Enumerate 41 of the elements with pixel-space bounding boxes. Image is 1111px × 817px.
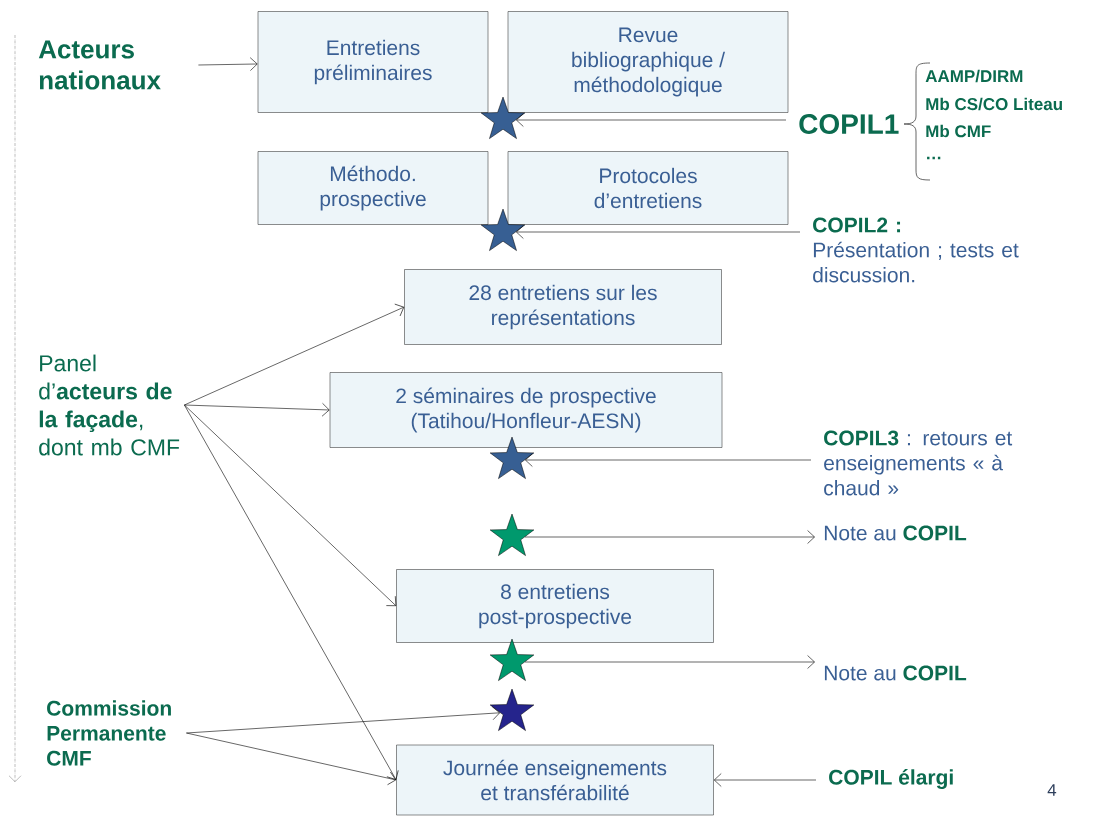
process-box: 8 entretiens post-prospective bbox=[396, 569, 714, 643]
arrow bbox=[524, 655, 815, 669]
arrow bbox=[524, 530, 815, 544]
note-label: Note au COPIL bbox=[824, 525, 967, 541]
actor-label: Commission Permanente CMF bbox=[47, 700, 171, 766]
arrow bbox=[184, 404, 399, 780]
arrow bbox=[184, 402, 330, 417]
committee-note: COPIL2 : Présentation ; tests et discussion. bbox=[813, 217, 1019, 283]
list-item: AAMP/DIRM bbox=[925, 69, 1023, 83]
star-marker bbox=[489, 688, 535, 731]
process-box: Méthodo. prospective bbox=[257, 151, 489, 225]
process-box: Revue bibliographique / méthodologique bbox=[507, 11, 789, 113]
arrow bbox=[525, 453, 812, 467]
star-marker bbox=[489, 436, 535, 479]
list-item: … bbox=[927, 156, 941, 160]
committee-label: COPIL élargi bbox=[829, 769, 953, 789]
list-item: Mb CS/CO Liteau bbox=[926, 97, 1062, 111]
committee-note: COPIL3 : retours et enseignements « à chaud » bbox=[824, 430, 1013, 496]
arrow bbox=[198, 57, 258, 71]
arrow bbox=[186, 732, 397, 786]
process-box: Entretiens préliminaires bbox=[257, 11, 489, 113]
arrow bbox=[186, 706, 500, 734]
arrow bbox=[516, 225, 801, 239]
actor-label: Panel d’acteurs de la façade, dont mb CMF bbox=[39, 354, 180, 456]
process-box: Journée enseignements et transférabilité bbox=[396, 744, 714, 816]
star-marker bbox=[480, 208, 526, 251]
arrow bbox=[713, 773, 817, 787]
arrow bbox=[184, 303, 405, 406]
star-marker bbox=[489, 513, 535, 556]
page-number: 4 bbox=[1047, 784, 1057, 796]
note-label: Note au COPIL bbox=[824, 665, 967, 681]
process-box: Protocoles d’entretiens bbox=[507, 151, 789, 225]
actor-label: Acteurs nationaux bbox=[38, 40, 161, 90]
process-box: 28 entretiens sur les représentations bbox=[404, 269, 722, 345]
committee-label: COPIL1 bbox=[799, 114, 899, 134]
list-item: Mb CMF bbox=[926, 124, 991, 138]
arrow bbox=[184, 404, 397, 606]
star-marker bbox=[480, 96, 526, 139]
star-marker bbox=[489, 638, 535, 681]
process-box: 2 séminaires de prospective (Tatihou/Honfleur-AESN) bbox=[329, 372, 723, 448]
arrow bbox=[516, 113, 787, 127]
